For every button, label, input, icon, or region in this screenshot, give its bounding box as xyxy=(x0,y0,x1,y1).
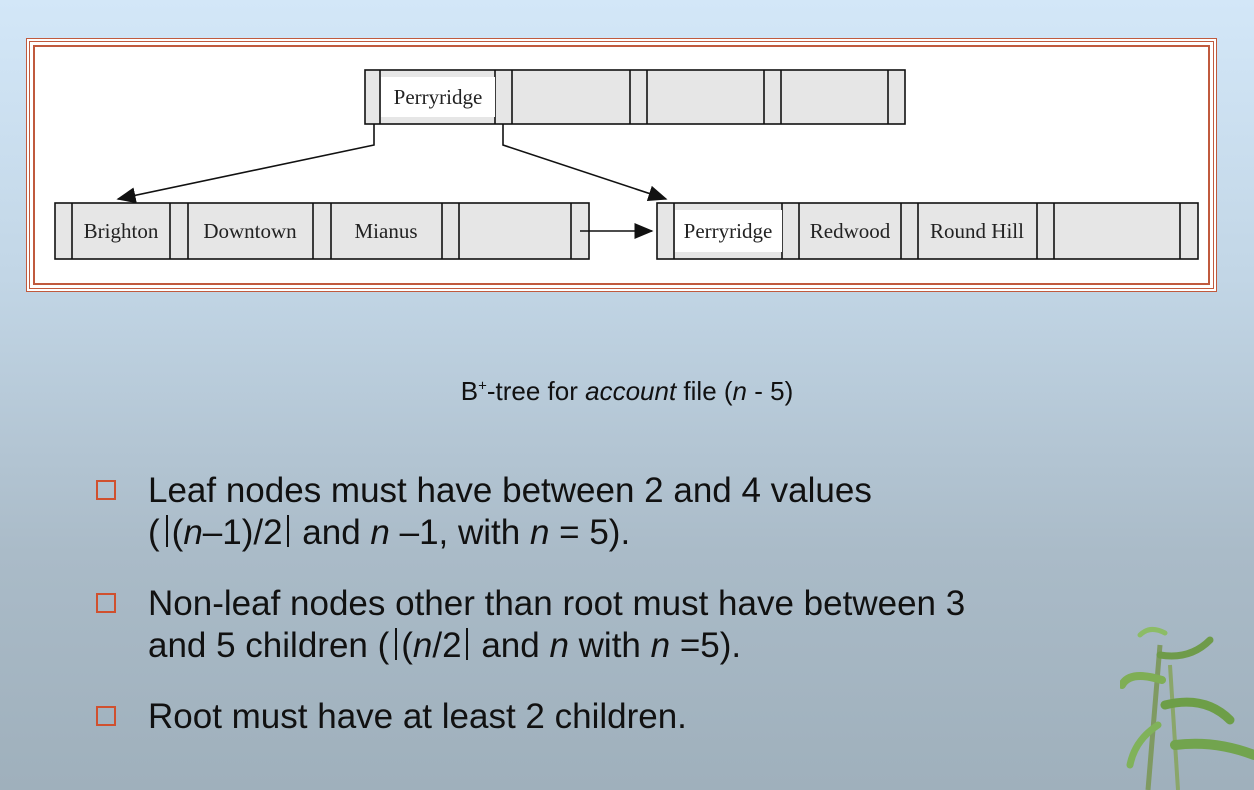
figure-frame: Perryridge Brighton Downtown Mianus xyxy=(26,38,1217,292)
leaf1-key-2: Downtown xyxy=(203,219,297,243)
leaf1-key-3: Mianus xyxy=(355,219,418,243)
leaf-node-1: Brighton Downtown Mianus xyxy=(54,202,590,260)
checkbox-bullet-icon xyxy=(96,480,116,500)
root-node: Perryridge xyxy=(364,69,906,125)
figure-caption: B+-tree for account file (n - 5) xyxy=(460,376,794,406)
checkbox-bullet-icon xyxy=(96,593,116,613)
bullet-2-line-2: and 5 children ((n/2 and n with n =5). xyxy=(148,626,742,665)
leaf2-key-2: Redwood xyxy=(810,219,891,243)
bullet-1-line-2: ((n–1)/2 and n –1, with n = 5). xyxy=(148,513,631,552)
bullet-3-line-1: Root must have at least 2 children. xyxy=(148,697,687,736)
checkbox-bullet-icon xyxy=(96,706,116,726)
bamboo-decoration-icon xyxy=(1120,627,1254,790)
root-pointer-right xyxy=(502,124,668,202)
root-pointer-left xyxy=(116,124,375,204)
bplus-tree-diagram: Perryridge Brighton Downtown Mianus xyxy=(54,69,1199,260)
leaf-node-2: Perryridge Redwood Round Hill xyxy=(656,202,1199,260)
bullet-2-line-1: Non-leaf nodes other than root must have… xyxy=(148,584,966,623)
root-key-slot-1 xyxy=(381,77,495,117)
leaf2-key-3: Round Hill xyxy=(930,219,1024,243)
root-key-1: Perryridge xyxy=(394,85,483,109)
leaf2-key-1: Perryridge xyxy=(684,219,773,243)
leaf1-key-1: Brighton xyxy=(84,219,159,243)
bullet-1-line-1: Leaf nodes must have between 2 and 4 val… xyxy=(148,471,872,510)
